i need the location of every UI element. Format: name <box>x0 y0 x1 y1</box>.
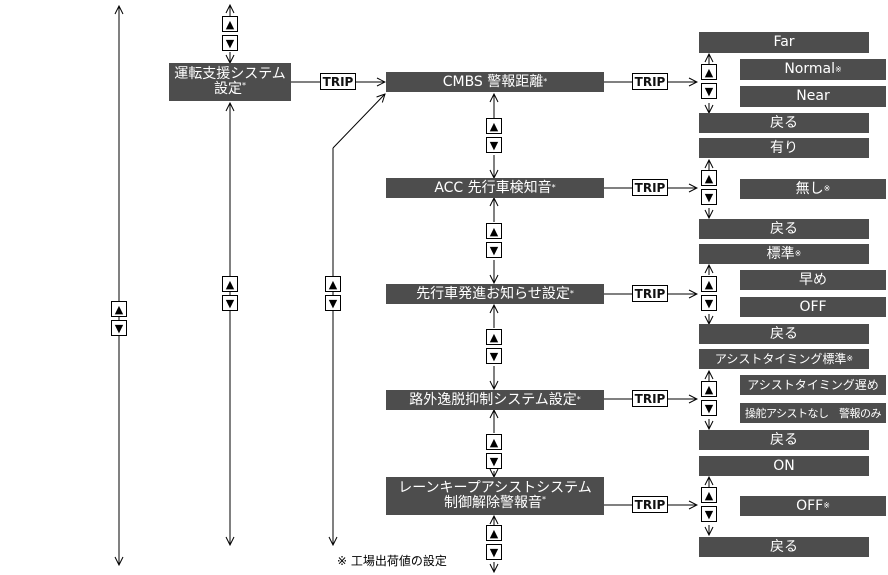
option-updown-cmbs[interactable]: ▲ ▼ <box>701 64 717 101</box>
option-back[interactable]: 戻る <box>699 537 869 557</box>
center-updown-1[interactable]: ▲ ▼ <box>486 118 502 155</box>
factory-default-note: ※ 工場出荷値の設定 <box>337 554 447 568</box>
center-updown-3[interactable]: ▲ ▼ <box>486 329 502 366</box>
root-menu-box[interactable]: 運転支援システム 設定* <box>169 63 291 101</box>
setting-road-departure[interactable]: 路外逸脱抑制システム設定* <box>386 390 604 410</box>
up-icon[interactable]: ▲ <box>701 276 717 292</box>
center-updown-2[interactable]: ▲ ▼ <box>486 223 502 260</box>
root-line2: 設定 <box>214 81 242 97</box>
setting-lead-car[interactable]: 先行車発進お知らせ設定* <box>386 284 604 304</box>
up-icon[interactable]: ▲ <box>701 487 717 503</box>
root-line1: 運転支援システム <box>174 66 286 82</box>
option-early[interactable]: 早め <box>740 270 886 290</box>
option-off[interactable]: OFF※ <box>740 496 886 516</box>
option-near[interactable]: Near <box>740 86 886 107</box>
up-icon[interactable]: ▲ <box>486 118 502 134</box>
up-icon[interactable]: ▲ <box>486 525 502 541</box>
down-icon[interactable]: ▼ <box>325 295 341 311</box>
option-normal[interactable]: Normal※ <box>740 59 886 80</box>
up-icon[interactable]: ▲ <box>486 434 502 450</box>
star-mark: * <box>242 81 246 90</box>
option-yes[interactable]: 有り <box>699 138 869 158</box>
setting-acc[interactable]: ACC 先行車検知音* <box>386 178 604 198</box>
down-icon[interactable]: ▼ <box>486 453 502 469</box>
down-icon[interactable]: ▼ <box>701 506 717 522</box>
option-on[interactable]: ON <box>699 456 869 476</box>
option-updown-rdm[interactable]: ▲ ▼ <box>701 381 717 418</box>
option-warning-only[interactable]: 操舵アシストなし 警報のみ <box>740 403 886 423</box>
up-icon[interactable]: ▲ <box>111 301 127 317</box>
up-icon[interactable]: ▲ <box>325 276 341 292</box>
up-icon[interactable]: ▲ <box>701 64 717 80</box>
trip-button[interactable]: TRIP <box>320 73 356 90</box>
trip-button[interactable]: TRIP <box>632 73 668 90</box>
down-icon[interactable]: ▼ <box>222 35 238 51</box>
setting-lkas[interactable]: レーンキープアシストシステム 制御解除警報音* <box>386 477 604 515</box>
outer-updown[interactable]: ▲ ▼ <box>111 301 127 338</box>
up-icon[interactable]: ▲ <box>222 276 238 292</box>
option-updown-lead[interactable]: ▲ ▼ <box>701 276 717 313</box>
root-updown[interactable]: ▲ ▼ <box>222 16 238 53</box>
down-icon[interactable]: ▼ <box>701 295 717 311</box>
down-icon[interactable]: ▼ <box>486 137 502 153</box>
trip-button[interactable]: TRIP <box>632 390 668 407</box>
down-icon[interactable]: ▼ <box>486 348 502 364</box>
down-icon[interactable]: ▼ <box>222 295 238 311</box>
up-icon[interactable]: ▲ <box>486 223 502 239</box>
option-updown-acc[interactable]: ▲ ▼ <box>701 170 717 207</box>
down-icon[interactable]: ▼ <box>486 544 502 560</box>
down-icon[interactable]: ▼ <box>111 320 127 336</box>
up-icon[interactable]: ▲ <box>701 381 717 397</box>
down-icon[interactable]: ▼ <box>701 400 717 416</box>
up-icon[interactable]: ▲ <box>701 170 717 186</box>
option-updown-lkas[interactable]: ▲ ▼ <box>701 487 717 524</box>
option-assist-late[interactable]: アシストタイミング遅め <box>740 375 886 395</box>
down-icon[interactable]: ▼ <box>701 189 717 205</box>
option-standard[interactable]: 標準※ <box>699 244 869 264</box>
trip-button[interactable]: TRIP <box>632 496 668 513</box>
setting-cmbs[interactable]: CMBS 警報距離* <box>386 72 604 92</box>
return-updown[interactable]: ▲ ▼ <box>325 276 341 313</box>
center-updown-4[interactable]: ▲ ▼ <box>486 434 502 471</box>
trip-button[interactable]: TRIP <box>632 179 668 196</box>
option-back[interactable]: 戻る <box>699 324 869 344</box>
option-off[interactable]: OFF <box>740 297 886 317</box>
trip-button[interactable]: TRIP <box>632 285 668 302</box>
root-loop-updown[interactable]: ▲ ▼ <box>222 276 238 313</box>
option-back[interactable]: 戻る <box>699 430 869 450</box>
up-icon[interactable]: ▲ <box>486 329 502 345</box>
center-updown-5[interactable]: ▲ ▼ <box>486 525 502 562</box>
up-icon[interactable]: ▲ <box>222 16 238 32</box>
option-no[interactable]: 無し※ <box>740 179 886 199</box>
down-icon[interactable]: ▼ <box>486 242 502 258</box>
down-icon[interactable]: ▼ <box>701 83 717 99</box>
option-assist-standard[interactable]: アシストタイミング標準※ <box>699 349 869 369</box>
option-back[interactable]: 戻る <box>699 113 869 133</box>
option-far[interactable]: Far <box>699 32 869 53</box>
option-back[interactable]: 戻る <box>699 219 869 239</box>
